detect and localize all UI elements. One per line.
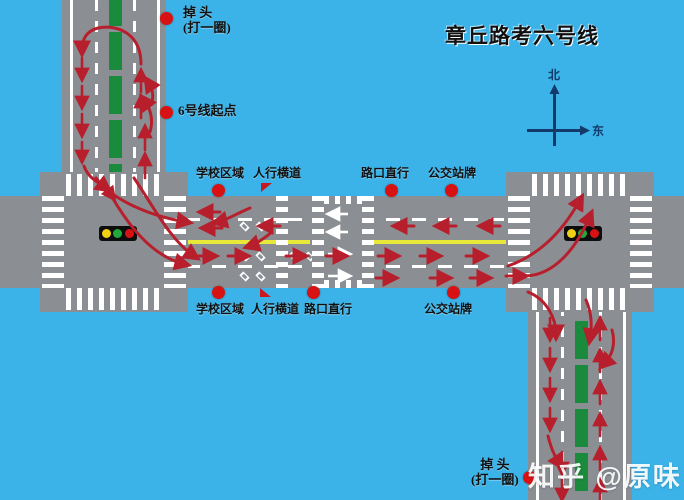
marker-dot-go-straight-upper[interactable] (385, 184, 398, 197)
right-intersection-zebra-north (532, 174, 628, 196)
north-road-median-2 (109, 32, 122, 70)
left-intersection-zebra-south (66, 288, 162, 310)
watermark: 知乎 @原味網民 (528, 462, 682, 492)
compass-north-label: 北 (548, 68, 561, 82)
left-intersection-light[interactable] (99, 226, 137, 241)
label-uturn-bottom-line2: (打一圈) (471, 471, 519, 487)
marker-dot-bus-stop-upper[interactable] (445, 184, 458, 197)
south-road-right-edge (623, 305, 626, 500)
main-road-lane-line-north-right (360, 218, 512, 221)
south-road-median-4 (575, 453, 588, 491)
signal-green-lamp (578, 229, 588, 238)
label-uturn-top-line2: (打一圈) (183, 19, 231, 35)
south-road-median-1 (575, 321, 588, 359)
right-intersection-zebra-west (508, 196, 530, 288)
label-uturn-top-line1: 掉 头 (183, 5, 213, 20)
main-road-center-line-right (360, 240, 512, 244)
compass-horizontal-axis (527, 129, 585, 132)
west-crossing-zebra (276, 196, 288, 288)
marker-dot-uturn-top[interactable] (160, 12, 173, 25)
label-school-zone-upper: 学校区域 (196, 166, 245, 180)
north-road-median-4 (109, 120, 122, 158)
marker-dot-school-zone-upper[interactable] (212, 184, 225, 197)
south-road-lane-line-left (561, 305, 564, 500)
north-road-right-edge (157, 0, 160, 180)
label-bus-stop-upper: 公交站牌 (428, 166, 477, 180)
center-crossing-zebra-left (312, 196, 324, 288)
label-uturn-bottom-line1: 掉 头 (480, 457, 510, 472)
signal-red-lamp (124, 229, 134, 238)
north-road-left-edge (70, 0, 73, 180)
marker-dot-uturn-bottom[interactable] (523, 471, 536, 484)
right-intersection-zebra-south (532, 288, 628, 310)
main-road-lane-line-south-mid (288, 265, 310, 268)
left-intersection-zebra-west (42, 196, 64, 288)
label-go-straight-lower: 路口直行 (304, 302, 353, 316)
label-go-straight-upper: 路口直行 (361, 166, 410, 180)
main-road-center-line-mid (288, 240, 310, 244)
marker-dot-bus-stop-lower[interactable] (447, 286, 460, 299)
label-crosswalk-lower: 人行横道 (251, 302, 300, 316)
right-intersection-zebra-east (630, 196, 652, 288)
label-uturn-bottom: 掉 头 (打一圈) (471, 457, 519, 487)
page-title: 章丘路考六号线 (445, 24, 599, 48)
main-road-lane-line-north (186, 218, 284, 221)
main-road-lane-line-south (186, 265, 284, 268)
right-intersection-light[interactable] (564, 226, 602, 241)
signal-yellow-lamp (102, 229, 112, 238)
signal-red-lamp (589, 229, 599, 238)
signal-green-lamp (113, 229, 123, 238)
label-crosswalk-upper: 人行横道 (253, 166, 302, 180)
marker-dot-school-zone-lower[interactable] (212, 286, 225, 299)
compass-east-label: 东 (592, 124, 605, 138)
south-road-median-3 (575, 409, 588, 447)
marker-dot-route-start[interactable] (160, 106, 173, 119)
main-road-lane-line-south-right (360, 265, 512, 268)
label-school-zone-lower: 学校区域 (196, 302, 245, 316)
signal-yellow-lamp (567, 229, 577, 238)
north-road-median-1 (109, 0, 122, 26)
compass-vertical-axis (553, 88, 556, 146)
north-road-lane-line-right (133, 0, 136, 180)
label-bus-stop-lower: 公交站牌 (424, 302, 473, 316)
label-route-start: 6号线起点 (178, 103, 237, 118)
left-intersection-zebra-east (164, 196, 186, 288)
center-crossing-zebra-top (324, 196, 362, 204)
main-road-center-line-left (186, 240, 284, 244)
left-intersection-zebra-north (66, 174, 162, 196)
label-uturn-top: 掉 头 (打一圈) (183, 5, 231, 35)
south-road-left-edge (536, 305, 539, 500)
marker-triangle-crosswalk-lower[interactable] (260, 288, 271, 297)
marker-dot-go-straight-lower[interactable] (307, 286, 320, 299)
north-road-median-3 (109, 76, 122, 114)
south-road-median-2 (575, 365, 588, 403)
north-road-lane-line-left (95, 0, 98, 180)
center-crossing-zebra-bottom (324, 280, 362, 288)
marker-triangle-crosswalk-upper[interactable] (261, 183, 272, 192)
main-road-lane-line-north-mid (288, 218, 310, 221)
center-crossing-zebra-right (362, 196, 374, 288)
